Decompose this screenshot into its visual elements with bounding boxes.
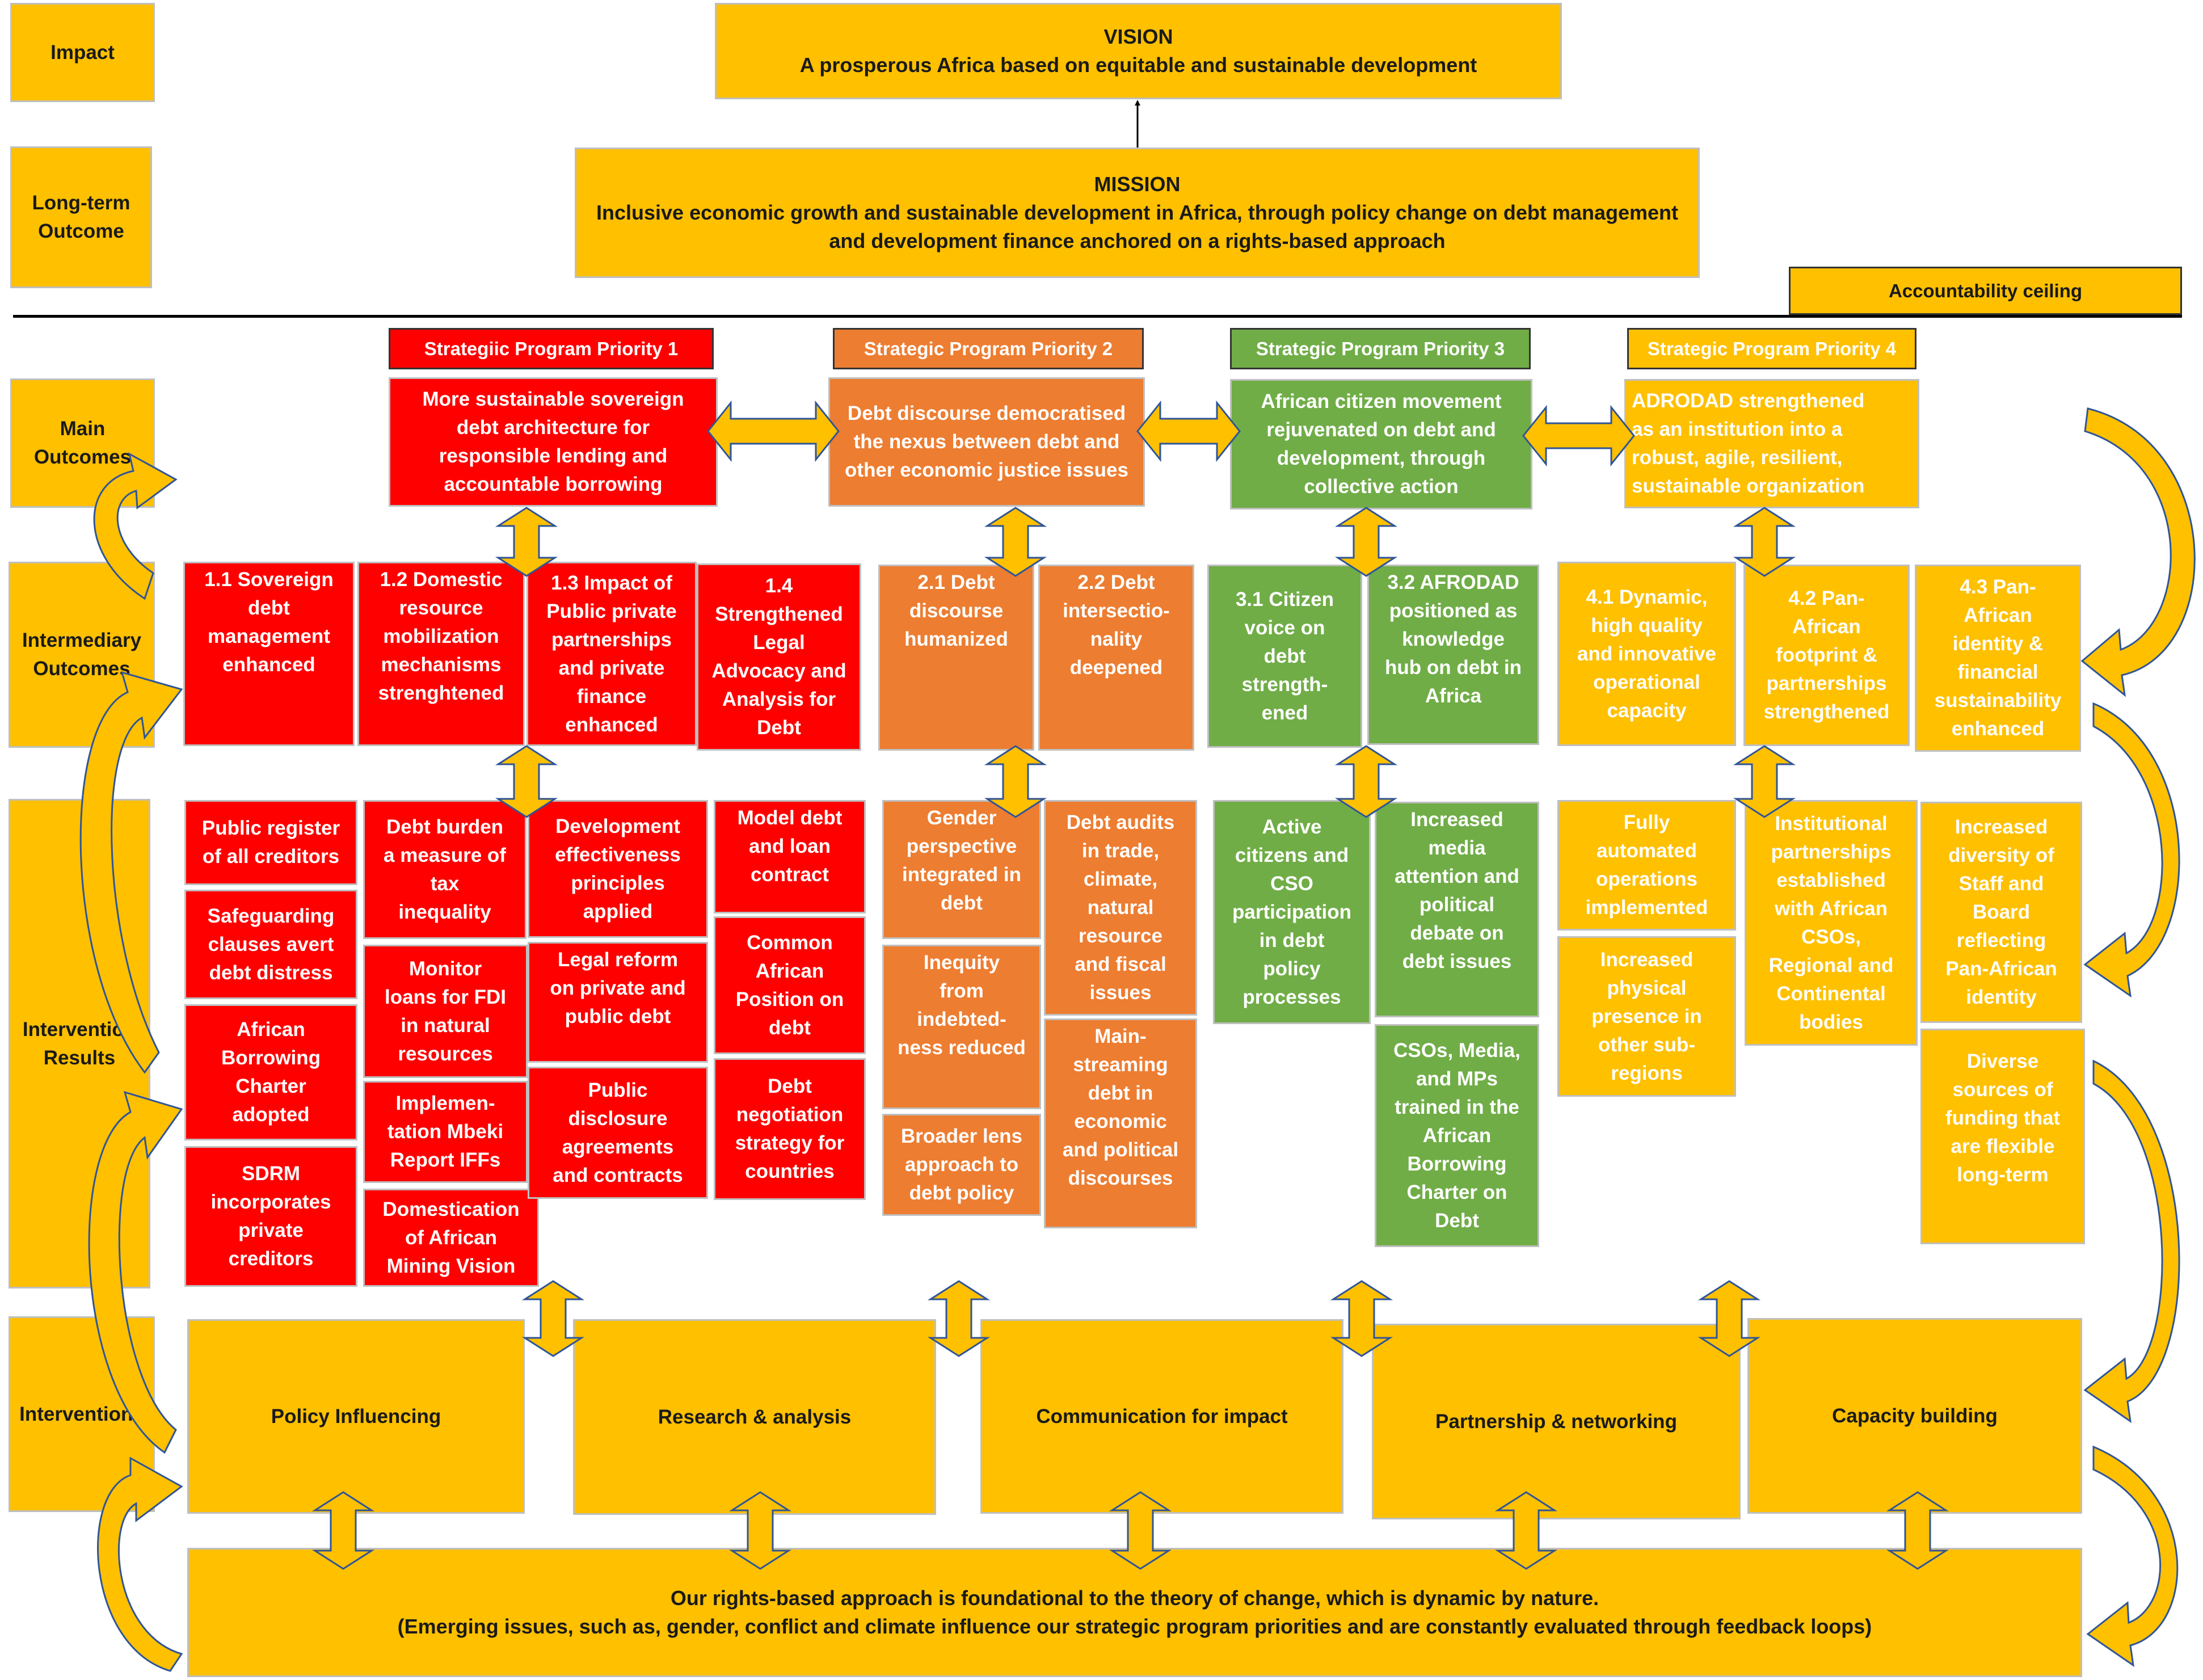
result-1-debt-negotiation-strategy: Debt negotiation strategy for countries <box>714 1058 866 1200</box>
result-1-development-effectiveness: Development effectiveness principles app… <box>528 800 708 938</box>
feedback-right-results <box>2083 1059 2180 1424</box>
intermediary-outcome-4-1: 4.1 Dynamic, high quality and innovative… <box>1557 562 1736 746</box>
intervention-policy-influencing: Policy Influencing <box>187 1319 525 1514</box>
accountability-ceiling-line <box>13 315 2182 318</box>
result-3-media-attention: Increased media attention and political … <box>1375 802 1539 1017</box>
result-1-public-disclosure: Public disclosure agreements and contrac… <box>528 1067 708 1199</box>
level-main-outcomes: Main Outcomes <box>10 378 155 508</box>
feedback-right-outcomes <box>2080 407 2196 697</box>
main-outcome-1: More sustainable sovereign debt architec… <box>389 377 718 507</box>
priority-3-label: Strategic Program Priority 3 <box>1230 328 1531 369</box>
arrow-outcome-2-3 <box>1136 400 1241 462</box>
intermediary-outcome-1-1: 1.1 Sovereign debt management enhanced <box>183 562 355 746</box>
level-impact: Impact <box>10 3 155 102</box>
intermediary-outcome-1-4: 1.4 Strengthened Legal Advocacy and Anal… <box>697 563 861 751</box>
intervention-communication: Communication for impact <box>980 1319 1343 1514</box>
result-1-public-register: Public register of all creditors <box>184 800 357 885</box>
arrow-results-intervention-2 <box>927 1280 991 1357</box>
mission-box: MISSION Inclusive economic growth and su… <box>575 148 1700 278</box>
result-1-safeguarding-clauses: Safeguarding clauses avert debt distress <box>184 890 357 999</box>
level-interventions: Interventions <box>9 1316 155 1512</box>
result-2-broader-lens: Broader lens approach to debt policy <box>882 1114 1041 1216</box>
arrow-outcome-1-2 <box>707 400 840 462</box>
accountability-ceiling-label: Accountability ceiling <box>1789 267 2182 315</box>
intervention-partnership: Partnership & networking <box>1372 1324 1741 1519</box>
priority-2-label: Strategic Program Priority 2 <box>833 328 1144 369</box>
intermediary-outcome-2-2: 2.2 Debt intersectio- nality deepened <box>1038 565 1194 751</box>
result-3-csos-trained: CSOs, Media, and MPs trained in the Afri… <box>1375 1024 1539 1247</box>
intermediary-outcome-3-1: 3.1 Citizen voice on debt strength- ened <box>1207 565 1362 748</box>
intermediary-outcome-1-2: 1.2 Domestic resource mobilization mecha… <box>357 562 525 746</box>
result-4-diverse-funding: Diverse sources of funding that are flex… <box>1920 1029 2085 1244</box>
result-3-active-citizens: Active citizens and CSO participation in… <box>1213 800 1371 1024</box>
result-1-mbeki-report: Implemen- tation Mbeki Report IFFs <box>363 1081 528 1183</box>
arrow-outcome-3-4 <box>1522 405 1635 467</box>
level-intervention-results: Intervention Results <box>9 799 150 1289</box>
result-1-common-african-position: Common African Position on debt <box>714 916 866 1054</box>
intermediary-outcome-1-3: 1.3 Impact of Public private partnership… <box>526 562 697 746</box>
foundation-line-1: Our rights-based approach is foundationa… <box>670 1586 1599 1610</box>
mission-title: MISSION <box>1094 172 1181 196</box>
vision-text: A prosperous Africa based on equitable a… <box>799 53 1477 77</box>
foundation-line-2: (Emerging issues, such as, gender, confl… <box>397 1615 1872 1638</box>
result-1-legal-reform: Legal reform on private and public debt <box>528 942 708 1063</box>
main-outcome-2: Debt discourse democratised the nexus be… <box>828 377 1145 507</box>
intervention-capacity-building: Capacity building <box>1747 1318 2082 1514</box>
intermediary-outcome-4-2: 4.2 Pan- African footprint & partnership… <box>1743 565 1910 746</box>
result-1-debt-burden: Debt burden a measure of tax inequality <box>363 800 526 939</box>
level-long-term-outcome: Long-term Outcome <box>10 146 152 288</box>
intermediary-outcome-2-1: 2.1 Debt discourse humanized <box>878 565 1034 751</box>
result-2-gender-perspective: Gender perspective integrated in debt <box>882 800 1041 939</box>
result-4-physical-presence: Increased physical presence in other sub… <box>1557 936 1736 1097</box>
feedback-right-intermediary <box>2083 702 2180 998</box>
priority-4-label: Strategic Program Priority 4 <box>1627 328 1916 369</box>
main-outcome-3: African citizen movement rejuvenated on … <box>1230 379 1532 510</box>
result-4-staff-diversity: Increased diversity of Staff and Board r… <box>1920 802 2082 1023</box>
result-2-inequity-reduced: Inequity from indebted- ness reduced <box>882 945 1041 1109</box>
result-4-institutional-partnerships: Institutional partnerships established w… <box>1745 800 1918 1046</box>
intermediary-outcome-3-2: 3.2 AFRODAD positioned as knowledge hub … <box>1367 565 1539 745</box>
feedback-right-interventions <box>2086 1445 2179 1668</box>
main-outcome-4: ADRODAD strengthened as an institution i… <box>1624 379 1919 508</box>
result-1-model-debt-contract: Model debt and loan contract <box>714 800 866 913</box>
result-4-fully-automated: Fully automated operations implemented <box>1557 800 1736 930</box>
result-1-african-mining-vision: Domestication of African Mining Vision <box>363 1189 539 1287</box>
result-2-debt-audits: Debt audits in trade, climate, natural r… <box>1044 800 1197 1016</box>
level-intermediary-outcomes: Intermediary Outcomes <box>9 562 155 748</box>
foundation-box: Our rights-based approach is foundationa… <box>187 1548 2082 1677</box>
intervention-research-analysis: Research & analysis <box>573 1319 936 1515</box>
vision-title: VISION <box>1103 25 1173 48</box>
result-1-monitor-loans: Monitor loans for FDI in natural resourc… <box>363 945 528 1078</box>
result-1-sdrm: SDRM incorporates private creditors <box>184 1146 357 1287</box>
result-2-mainstreaming-debt: Main- streaming debt in economic and pol… <box>1044 1018 1197 1228</box>
intermediary-outcome-4-3: 4.3 Pan- African identity & financial su… <box>1915 565 2081 752</box>
priority-1-label: Strategiic Program Priority 1 <box>389 328 714 369</box>
result-1-african-borrowing-charter: African Borrowing Charter adopted <box>184 1004 357 1140</box>
mission-text: Inclusive economic growth and sustainabl… <box>596 201 1678 252</box>
vision-box: VISION A prosperous Africa based on equi… <box>715 3 1562 99</box>
